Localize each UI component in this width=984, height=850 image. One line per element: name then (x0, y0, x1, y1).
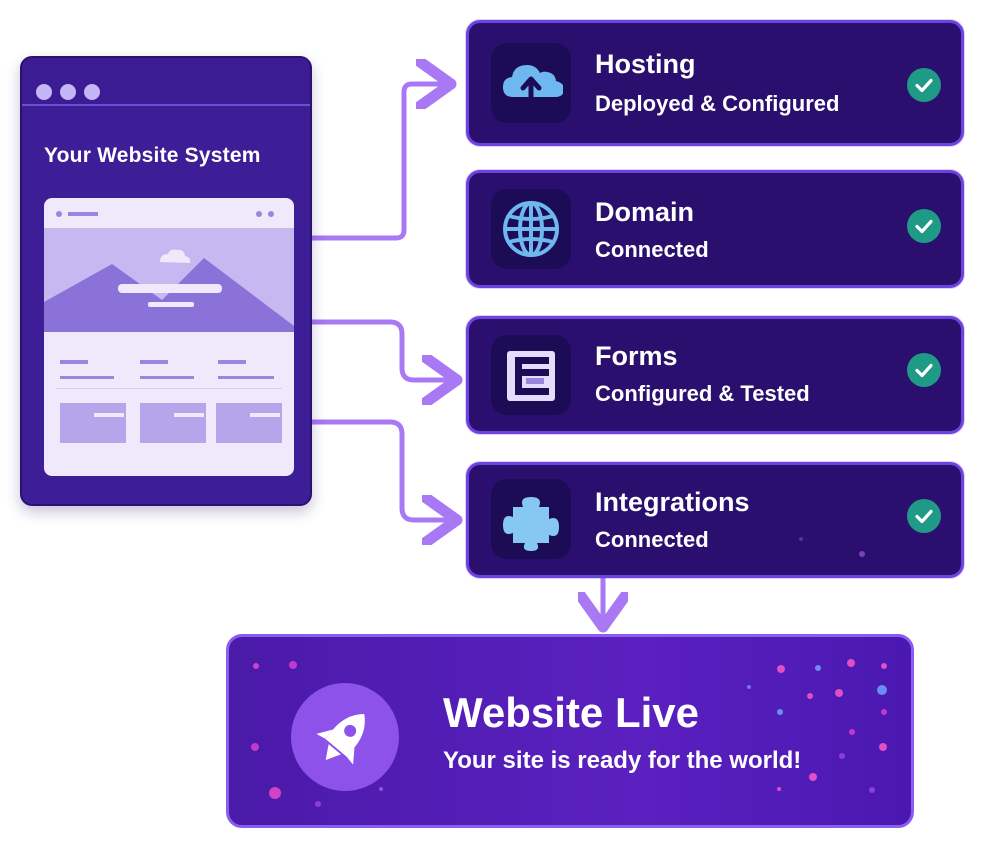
rocket-icon (316, 714, 365, 765)
website-preview-mockup (44, 198, 294, 476)
arrow-to-forms (309, 319, 452, 380)
mock-dot (256, 211, 262, 217)
forms-check-icon (907, 353, 941, 387)
window-title-bar (22, 58, 310, 106)
puzzle-icon (503, 497, 559, 551)
domain-status: Connected (595, 237, 709, 262)
mock-text (140, 376, 194, 379)
website-live-subtitle: Your site is ready for the world! (443, 747, 802, 774)
mock-text (218, 376, 274, 379)
domain-check-icon (907, 209, 941, 243)
forms-title: Forms (595, 341, 678, 371)
window-dot-icon (60, 84, 76, 100)
service-card-hosting: Hosting Deployed & Configured (466, 20, 964, 146)
integrations-check-icon (907, 499, 941, 533)
mock-card (140, 403, 206, 443)
mock-nav (68, 212, 98, 216)
mock-heading (218, 360, 246, 364)
mock-hero-image (44, 228, 294, 332)
window-dot-icon (84, 84, 100, 100)
rocket-badge (291, 683, 399, 791)
mock-text (60, 376, 114, 379)
hosting-title: Hosting (595, 49, 696, 79)
arrow-to-integrations (309, 419, 452, 520)
mock-heading (140, 360, 168, 364)
website-system-window: Your Website System (20, 56, 312, 506)
integrations-title: Integrations (595, 487, 750, 517)
forms-icon-tile (491, 335, 571, 415)
hosting-check-icon (907, 68, 941, 102)
hosting-icon-tile (491, 43, 571, 123)
cloud-upload-icon (503, 65, 563, 104)
mock-dot (56, 211, 62, 217)
mock-heading (60, 360, 88, 364)
domain-icon-tile (491, 189, 571, 269)
website-system-title: Your Website System (44, 144, 261, 167)
website-live-title: Website Live (443, 689, 699, 736)
website-live-panel: Website Live Your site is ready for the … (226, 634, 914, 828)
forms-status: Configured & Tested (595, 381, 810, 406)
globe-icon (503, 201, 559, 257)
hosting-status: Deployed & Configured (595, 91, 840, 116)
arrow-to-hosting (309, 84, 446, 241)
service-card-integrations: Integrations Connected (466, 462, 964, 578)
service-card-domain: Domain Connected (466, 170, 964, 288)
mock-dot (268, 211, 274, 217)
window-dot-icon (36, 84, 52, 100)
service-card-forms: Forms Configured & Tested (466, 316, 964, 434)
domain-title: Domain (595, 197, 695, 227)
integrations-status: Connected (595, 527, 709, 552)
integrations-icon-tile (491, 479, 571, 559)
mock-card (216, 403, 282, 443)
form-icon (507, 351, 555, 401)
mock-card (60, 403, 126, 443)
